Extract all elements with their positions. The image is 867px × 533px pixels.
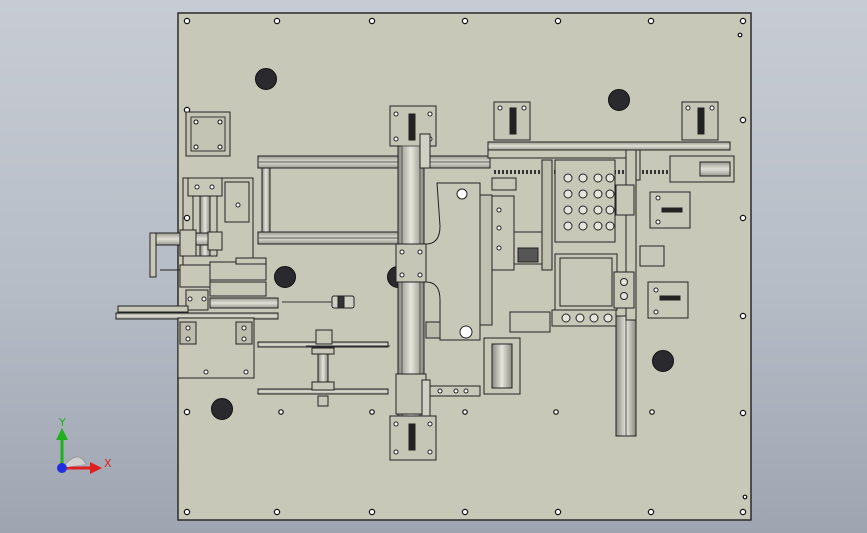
product-tray-lower[interactable] [551,253,635,327]
mounting-holes [183,17,748,516]
pulley-assembly[interactable] [257,329,390,407]
y-axis-arrowhead [56,428,68,440]
cam-plate[interactable] [425,182,493,341]
pneumatic-fitting[interactable] [282,295,355,309]
right-side-brackets[interactable] [639,191,691,319]
vertical-linear-module[interactable] [389,105,437,461]
right-vertical-rail[interactable] [615,149,637,437]
lower-left-plate[interactable] [177,317,255,379]
y-axis-label: Y [58,416,66,429]
product-tray-upper[interactable] [554,159,635,243]
x-axis-arrowhead [90,462,102,474]
corner-block[interactable] [185,111,231,157]
screw-drive-frame[interactable] [487,101,735,191]
z-axis-dot [57,463,67,473]
x-axis-label: X [104,457,112,470]
upper-linear-rail[interactable] [257,155,491,245]
left-feeder-mechanism[interactable] [115,177,279,320]
coordinate-triad[interactable]: Y X [56,416,112,474]
center-right-mechanism[interactable] [429,159,553,397]
